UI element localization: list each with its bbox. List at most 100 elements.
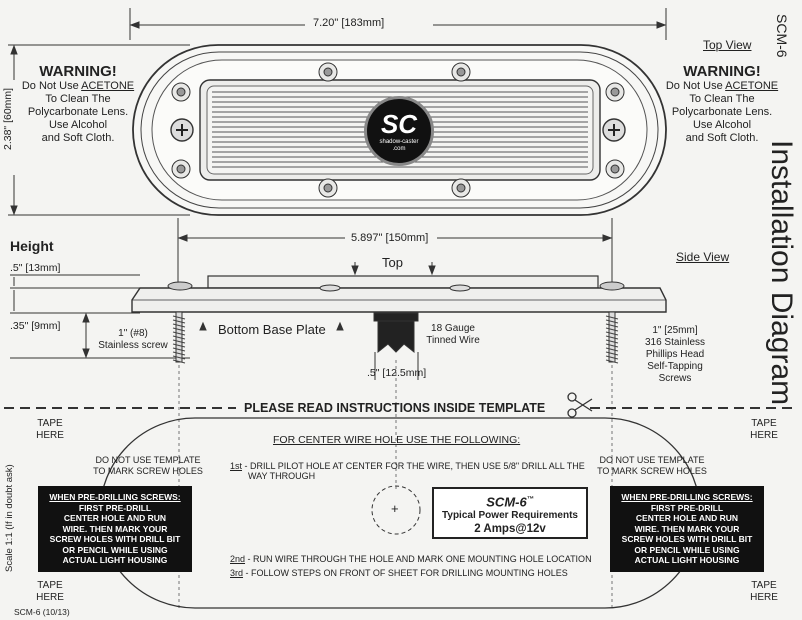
screw-thread bbox=[172, 339, 186, 344]
right-screw-label: 1" [25mm] 316 Stainless Phillips Head Se… bbox=[635, 325, 715, 385]
predrill-line3: WIRE. THEN MARK YOUR bbox=[634, 523, 740, 534]
predrill-line2: CENTER HOLE AND RUN bbox=[63, 513, 167, 523]
height-dim-top: 2.38" [60mm] bbox=[2, 87, 14, 150]
warning-acetone: ACETONE bbox=[725, 80, 779, 92]
screw-thread bbox=[172, 359, 186, 364]
right-screw-material: 316 Stainless bbox=[644, 337, 706, 348]
screw-thread bbox=[605, 323, 619, 328]
screw-thread bbox=[605, 343, 619, 348]
step-1-cont: WAY THROUGH bbox=[248, 471, 316, 481]
predrill-title: WHEN PRE-DRILLING SCREWS: bbox=[621, 492, 753, 502]
height-heading: Height bbox=[10, 238, 54, 254]
warning-title: WARNING! bbox=[39, 63, 117, 80]
tape-here-bottom-right: TAPE HERE bbox=[744, 580, 784, 604]
warning-line5: and Soft Cloth. bbox=[41, 132, 115, 144]
screw-thread bbox=[605, 315, 619, 320]
screw-head-icon bbox=[451, 62, 471, 82]
here-word: HERE bbox=[750, 592, 778, 603]
screw-head-icon bbox=[171, 159, 191, 179]
logo-url: .com bbox=[392, 146, 406, 152]
phillips-screw-icon bbox=[602, 118, 626, 142]
screw-thread bbox=[172, 331, 186, 336]
step-2-num: 2nd bbox=[230, 554, 246, 564]
screw-head-icon bbox=[605, 159, 625, 179]
screw-thread bbox=[605, 347, 619, 352]
screw-thread bbox=[172, 335, 186, 340]
warning-line3: Polycarbonate Lens. bbox=[27, 106, 129, 118]
step-1-text: - DRILL PILOT HOLE AT CENTER FOR THE WIR… bbox=[242, 461, 585, 471]
warning-line2: To Clean The bbox=[45, 93, 111, 105]
screw-head-icon bbox=[318, 178, 338, 198]
warning-left: WARNING! Do Not Use ACETONE To Clean The… bbox=[18, 63, 138, 145]
screw-thread bbox=[605, 335, 619, 340]
top-view-label: Top View bbox=[703, 38, 752, 52]
step-1-num: 1st bbox=[230, 461, 243, 471]
no-template-line1: DO NOT USE TEMPLATE bbox=[599, 455, 705, 465]
screw-thread bbox=[172, 323, 186, 328]
tape-here-top-right: TAPE HERE bbox=[744, 418, 784, 442]
screw-thread bbox=[605, 339, 619, 344]
right-screw-type: Self-Tapping bbox=[647, 361, 703, 372]
top-label: Top bbox=[382, 255, 403, 270]
overall-length-dim: 7.20" [183mm] bbox=[313, 17, 385, 29]
top-height-dim: .5" [13mm] bbox=[10, 262, 61, 274]
wire-label: 18 Gauge Tinned Wire bbox=[418, 323, 488, 347]
left-screw-material: Stainless screw bbox=[98, 340, 168, 351]
screw-thread bbox=[605, 355, 619, 360]
warning-line2: To Clean The bbox=[689, 93, 755, 105]
predrill-line2: CENTER HOLE AND RUN bbox=[635, 513, 739, 523]
warning-acetone: ACETONE bbox=[81, 80, 135, 92]
left-screw-label: 1" (#8) Stainless screw bbox=[88, 328, 178, 352]
screw-thread bbox=[172, 351, 186, 356]
screw-head-icon bbox=[605, 82, 625, 102]
wire-type: Tinned Wire bbox=[426, 335, 480, 346]
scissors-icon bbox=[567, 392, 593, 418]
power-model: SCM-6 bbox=[486, 494, 527, 510]
right-screw-head: Phillips Head bbox=[645, 349, 705, 360]
phillips-screw-icon bbox=[170, 118, 194, 142]
trademark: ™ bbox=[526, 496, 534, 503]
screw-thread bbox=[172, 355, 186, 360]
predrill-line6: ACTUAL LIGHT HOUSING bbox=[62, 555, 168, 565]
screw-thread bbox=[172, 315, 186, 320]
predrill-note-right: WHEN PRE-DRILLING SCREWS: FIRST PRE-DRIL… bbox=[610, 486, 764, 572]
please-read-heading: PLEASE READ INSTRUCTIONS INSIDE TEMPLATE bbox=[244, 401, 546, 415]
warning-line5: and Soft Cloth. bbox=[685, 132, 759, 144]
warning-title: WARNING! bbox=[683, 63, 761, 80]
warning-line4: Use Alcohol bbox=[48, 119, 108, 131]
predrill-line6: ACTUAL LIGHT HOUSING bbox=[634, 555, 740, 565]
wire-width-dim: .5" [12.5mm] bbox=[367, 367, 427, 379]
warning-line4: Use Alcohol bbox=[692, 119, 752, 131]
base-height-dim: .35" [9mm] bbox=[10, 320, 61, 332]
tape-word: TAPE bbox=[37, 418, 63, 429]
dimension-overall-length bbox=[129, 8, 667, 40]
step-3-num: 3rd bbox=[230, 568, 244, 578]
step-3: 3rd - FOLLOW STEPS ON FRONT OF SHEET FOR… bbox=[230, 568, 568, 578]
screw-thread bbox=[605, 319, 619, 324]
predrill-line3: WIRE. THEN MARK YOUR bbox=[62, 523, 168, 534]
tape-word: TAPE bbox=[751, 580, 777, 591]
screw-thread bbox=[605, 351, 619, 356]
center-hole-heading: FOR CENTER WIRE HOLE USE THE FOLLOWING: bbox=[273, 434, 521, 446]
side-view-label: Side View bbox=[676, 250, 730, 264]
step-2-text: - RUN WIRE THROUGH THE HOLE AND MARK ONE… bbox=[245, 554, 592, 564]
here-word: HERE bbox=[36, 430, 64, 441]
tape-here-bottom-left: TAPE HERE bbox=[30, 580, 70, 604]
predrill-note-left: WHEN PRE-DRILLING SCREWS: FIRST PRE-DRIL… bbox=[38, 486, 192, 572]
logo-letters: SC bbox=[380, 109, 418, 139]
screw-thread bbox=[172, 343, 186, 348]
bottom-base-plate-label: Bottom Base Plate bbox=[218, 322, 326, 337]
no-template-left: DO NOT USE TEMPLATE TO MARK SCREW HOLES bbox=[88, 455, 208, 477]
no-template-line1: DO NOT USE TEMPLATE bbox=[95, 455, 201, 465]
predrill-line5: OR PENCIL WHILE USING bbox=[634, 544, 740, 555]
step-3-text: - FOLLOW STEPS ON FRONT OF SHEET FOR DRI… bbox=[243, 568, 568, 578]
model-vertical-label: SCM-6 bbox=[774, 14, 790, 58]
tape-here-top-left: TAPE HERE bbox=[30, 418, 70, 442]
right-screw-size: 1" [25mm] bbox=[652, 325, 698, 336]
step-1: 1st - DRILL PILOT HOLE AT CENTER FOR THE… bbox=[230, 461, 585, 471]
center-mark: + bbox=[391, 501, 399, 516]
footer-code: SCM-6 (10/13) bbox=[14, 607, 70, 617]
predrill-line1: FIRST PRE-DRILL bbox=[78, 502, 152, 513]
scale-note: Scale 1:1 (If in doubt ask) bbox=[4, 464, 15, 572]
logo-brand: shadow-caster bbox=[379, 139, 419, 145]
